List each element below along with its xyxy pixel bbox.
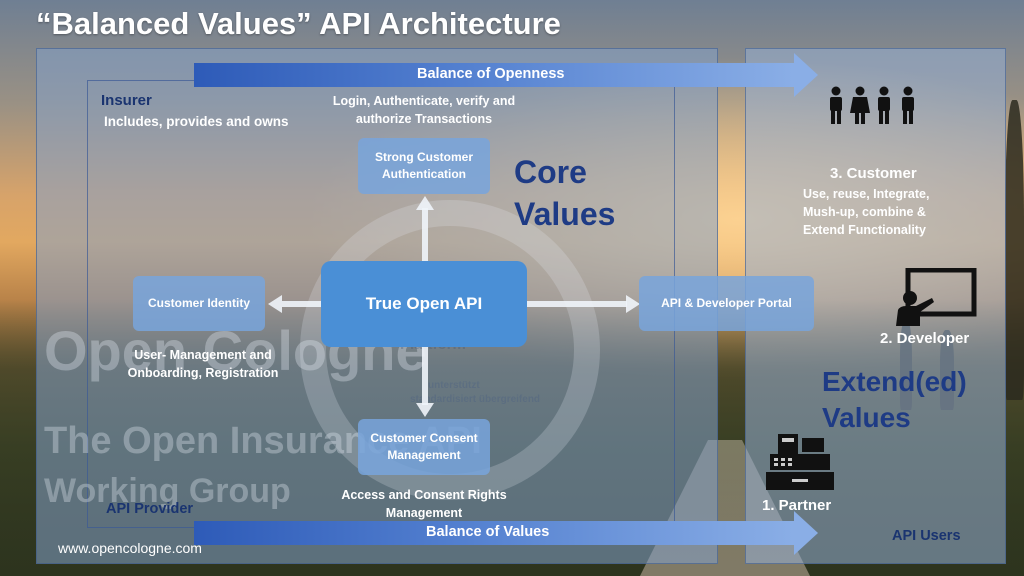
balance-of-openness-label: Balance of Openness bbox=[417, 66, 565, 82]
arrow-head-icon bbox=[794, 511, 818, 555]
website-link[interactable]: www.opencologne.com bbox=[58, 540, 202, 556]
watermark-text: standardisiert übergreifend bbox=[410, 394, 541, 405]
connector-down bbox=[422, 345, 428, 405]
true-open-api-box[interactable]: True Open API bbox=[321, 261, 527, 347]
auth-caption: Login, Authenticate, verify and authoriz… bbox=[332, 94, 516, 127]
customer-identity-box[interactable]: Customer Identity bbox=[133, 276, 265, 331]
developer-title: 2. Developer bbox=[880, 330, 970, 347]
balance-of-openness-arrow bbox=[194, 63, 794, 87]
arrow-up-icon bbox=[416, 196, 434, 210]
arrow-left-icon bbox=[268, 295, 282, 313]
connector-up bbox=[422, 208, 428, 263]
watermark-text: unterstützt bbox=[428, 380, 480, 391]
insurer-title: Insurer bbox=[101, 92, 152, 109]
connector-right bbox=[527, 301, 627, 307]
strong-auth-box[interactable]: Strong Customer Authentication bbox=[358, 138, 490, 194]
cash-register-icon bbox=[766, 434, 834, 490]
consent-management-box[interactable]: Customer Consent Management bbox=[358, 419, 490, 475]
core-values-heading: Core Values bbox=[514, 154, 616, 232]
arrow-right-icon bbox=[626, 295, 640, 313]
api-provider-label: API Provider bbox=[106, 501, 194, 517]
customer-title: 3. Customer bbox=[830, 165, 917, 182]
developer-portal-box[interactable]: API & Developer Portal bbox=[639, 276, 814, 331]
partner-title: 1. Partner bbox=[762, 497, 832, 514]
tree-silhouette bbox=[1005, 100, 1024, 400]
balance-of-values-arrow bbox=[194, 521, 794, 545]
watermark-text: Working Group bbox=[44, 472, 291, 510]
presenter-board-icon bbox=[896, 268, 977, 326]
arrow-down-icon bbox=[416, 403, 434, 417]
arrow-head-icon bbox=[794, 53, 818, 97]
identity-caption: User- Management and Onboarding, Registr… bbox=[127, 348, 279, 381]
insurer-subtitle: Includes, provides and owns bbox=[104, 114, 289, 129]
connector-left bbox=[282, 301, 322, 307]
extended-values-heading: Extend(ed) Values bbox=[822, 366, 967, 434]
page-title: “Balanced Values” API Architecture bbox=[36, 6, 561, 41]
balance-of-values-label: Balance of Values bbox=[426, 524, 550, 540]
consent-caption: Access and Consent Rights Management bbox=[341, 488, 507, 521]
customer-description: Use, reuse, Integrate, Mush-up, combine … bbox=[803, 187, 930, 238]
api-users-label: API Users bbox=[892, 528, 961, 544]
people-group-icon bbox=[830, 86, 914, 124]
